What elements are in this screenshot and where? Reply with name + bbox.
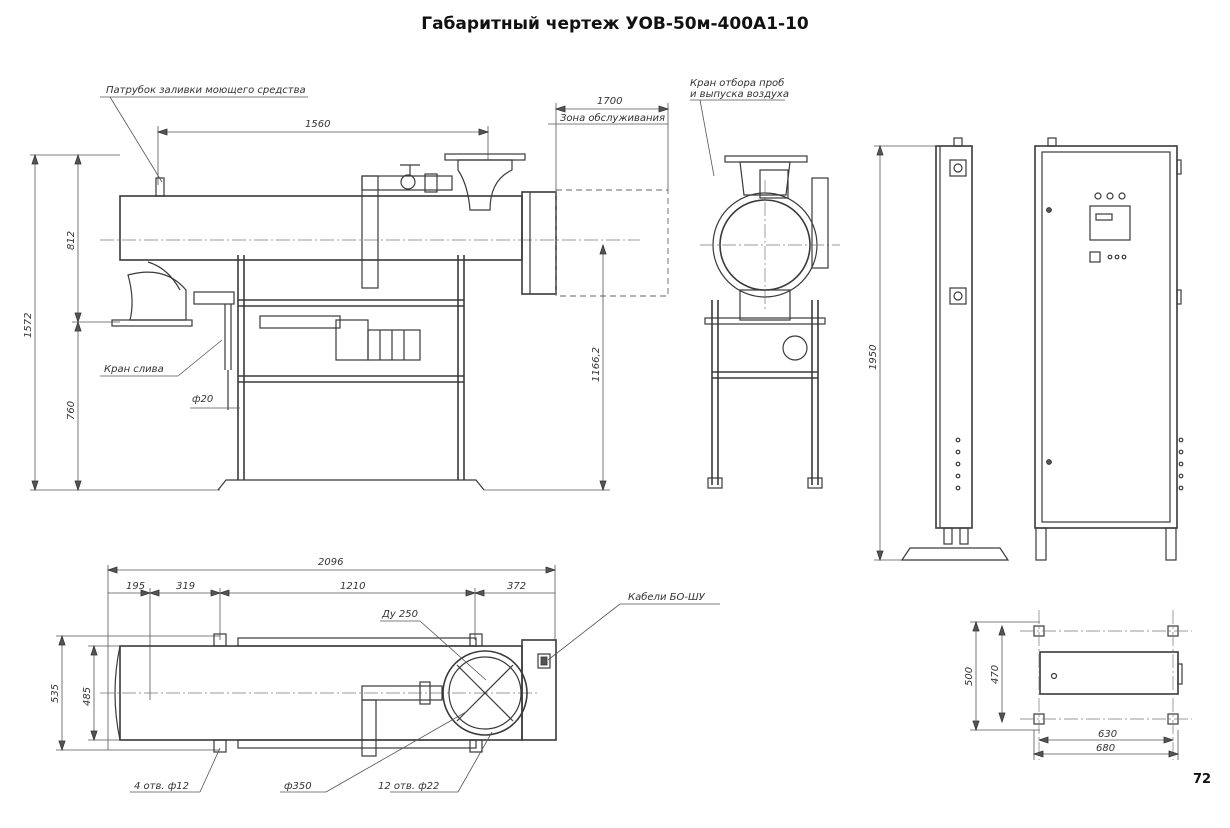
cab-dim-470: 470 xyxy=(990,665,1001,684)
cabinet-dim-height: 1950 xyxy=(868,345,879,370)
front-view xyxy=(30,96,670,492)
plan-dim-b: 319 xyxy=(176,581,195,592)
side-view xyxy=(690,99,840,489)
label-cables: Кабели БО-ШУ xyxy=(628,591,706,603)
label-du: Ду 250 xyxy=(381,609,418,620)
label-fill-pipe: Патрубок заливки моющего средства xyxy=(106,84,306,96)
cabinet-front-view xyxy=(1034,137,1184,561)
plan-dim-width-inner: 485 xyxy=(82,687,93,706)
label-service-zone: Зона обслуживания xyxy=(560,112,665,124)
label-dia-350: ф350 xyxy=(284,781,312,792)
label-holes-12: 12 отв. ф22 xyxy=(378,781,439,792)
label-drain-valve: Кран слива xyxy=(104,364,164,375)
cab-dim-500: 500 xyxy=(964,667,975,686)
plan-dim-c: 1210 xyxy=(340,581,365,592)
cab-dim-680: 680 xyxy=(1096,743,1115,754)
plan-dim-total: 2096 xyxy=(318,557,343,568)
drawing-title: Габаритный чертеж УОВ-50м-400А1-10 xyxy=(421,14,809,34)
cabinet-side-view xyxy=(874,137,1010,562)
plan-dim-width-outer: 535 xyxy=(50,684,61,703)
dim-service: 1700 xyxy=(597,96,622,107)
dim-length-top: 1560 xyxy=(305,119,330,130)
cabinet-plan-view xyxy=(970,610,1192,760)
dim-upper: 812 xyxy=(66,231,77,250)
dim-outlet-height: 1166,2 xyxy=(591,347,602,382)
plan-dim-d: 372 xyxy=(507,581,526,592)
label-sample-valve-2: и выпуска воздуха xyxy=(690,89,789,100)
label-holes-4: 4 отв. ф12 xyxy=(134,781,189,792)
label-sample-valve-1: Кран отбора проб xyxy=(690,77,784,89)
dim-drain-dia: ф20 xyxy=(192,394,213,405)
plan-view xyxy=(56,565,720,793)
page-number: 72 xyxy=(1193,772,1212,787)
dim-lower: 760 xyxy=(66,401,77,420)
dim-total-height: 1572 xyxy=(23,313,34,338)
cab-dim-630: 630 xyxy=(1098,729,1117,740)
plan-dim-a: 195 xyxy=(126,581,145,592)
